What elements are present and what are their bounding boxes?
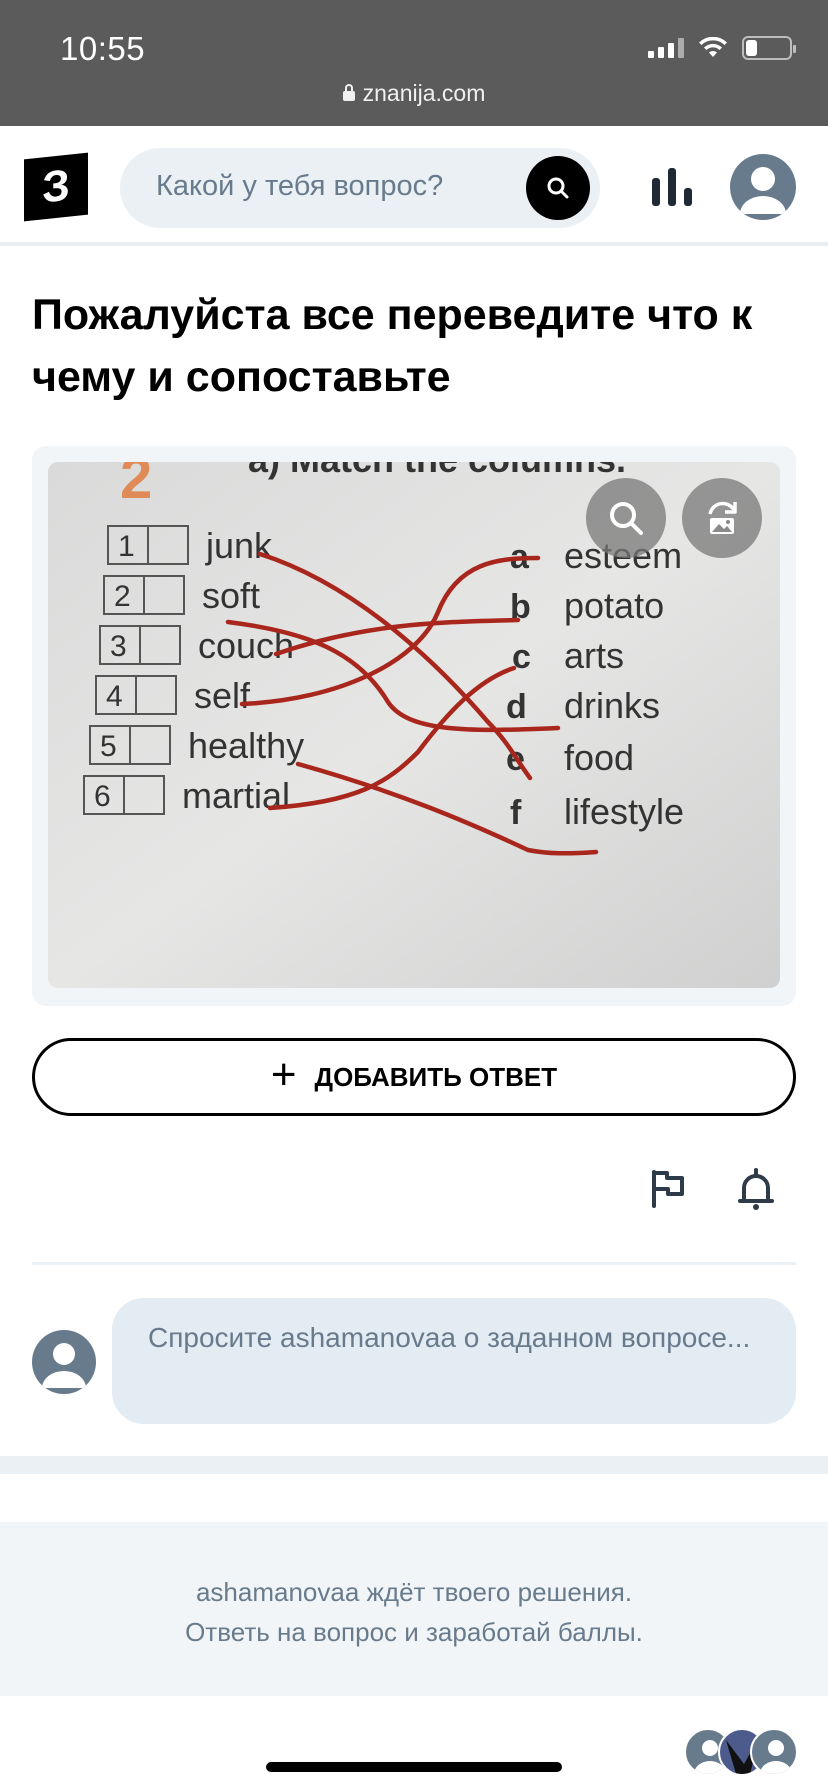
home-indicator[interactable] [266,1762,562,1772]
commenter-avatar [32,1330,96,1394]
battery-icon [742,36,796,60]
left-word: healthy [188,725,304,766]
match-line [225,619,561,733]
rotate-image-button[interactable] [682,478,762,558]
exercise-photo: 2 a) Match the columns. 1junk2soft3couch… [48,462,780,988]
question-title: Пожалуйста все переведите что к чему и с… [32,291,753,401]
online-users[interactable] [684,1728,804,1778]
search-input[interactable]: Какой у тебя вопрос? [120,148,600,228]
add-answer-label: ДОБАВИТЬ ОТВЕТ [314,1061,558,1092]
avatar-icon [740,167,786,214]
comment-input[interactable]: Спросите ashamanovaa о заданном вопросе.… [112,1298,796,1424]
right-word: lifestyle [564,791,684,832]
right-word: drinks [564,685,660,726]
right-letter: c [512,638,531,676]
rotate-image-icon [708,501,737,534]
match-line [267,665,517,811]
report-flag-icon[interactable] [650,1168,686,1208]
stats-icon[interactable] [652,168,692,206]
attachment-card: 2 a) Match the columns. 1junk2soft3couch… [32,446,796,1006]
status-icons [648,36,796,60]
item-number: 2 [114,580,131,613]
left-word: self [194,675,251,716]
search-icon [547,177,569,199]
right-letter: f [510,794,522,832]
lock-icon [342,84,355,101]
battery-level [746,40,757,56]
plus-icon: + [270,1050,297,1099]
item-number: 6 [94,780,111,813]
match-line [257,551,533,781]
exercise-number: 2 [120,462,152,511]
cellular-signal-icon [648,38,684,58]
search-button[interactable] [526,156,590,220]
add-answer-button[interactable]: + ДОБАВИТЬ ОТВЕТ [32,1038,796,1116]
wifi-icon [699,37,727,57]
left-word: junk [205,525,273,566]
waiting-for-answer-banner: ashamanovaa ждёт твоего решения. Ответь … [0,1522,828,1696]
avatar-icon [42,1343,86,1388]
section-divider [32,1262,796,1265]
left-word: soft [202,575,260,616]
avatar-icon [694,1740,726,1774]
item-number: 1 [118,530,135,563]
item-number: 3 [110,630,127,663]
match-line [239,555,541,707]
search-placeholder: Какой у тебя вопрос? [156,170,444,202]
avatar-icon [726,1736,760,1774]
user-avatar[interactable] [730,154,796,220]
status-bar: 10:55 znanija.com [0,0,828,126]
avatar-icon [760,1740,792,1774]
zoom-icon [610,502,643,535]
url-text: znanija.com [362,80,486,106]
attachment-image[interactable]: 2 a) Match the columns. 1junk2soft3couch… [48,462,780,988]
zoom-button[interactable] [586,478,666,558]
section-separator [0,1456,828,1474]
match-line [273,617,521,657]
znanija-logo[interactable]: З [24,152,88,222]
right-letter: b [510,588,531,626]
right-word: food [564,737,634,778]
item-number: 4 [106,680,123,713]
banner-line-1: ashamanovaa ждёт твоего решения. [195,1577,633,1607]
item-number: 5 [100,730,117,763]
online-user-avatar [750,1728,798,1776]
site-header: З Какой у тебя вопрос? [0,126,828,246]
right-word: arts [564,635,624,676]
match-line [295,761,599,856]
exercise-heading: a) Match the columns. [248,462,626,480]
right-word: potato [564,585,664,626]
banner-line-2: Ответь на вопрос и заработай баллы. [185,1617,643,1647]
url-bar[interactable]: znanija.com [0,80,828,107]
status-time: 10:55 [60,30,146,67]
right-letter: d [506,688,527,726]
notification-bell-icon[interactable] [738,1168,774,1210]
